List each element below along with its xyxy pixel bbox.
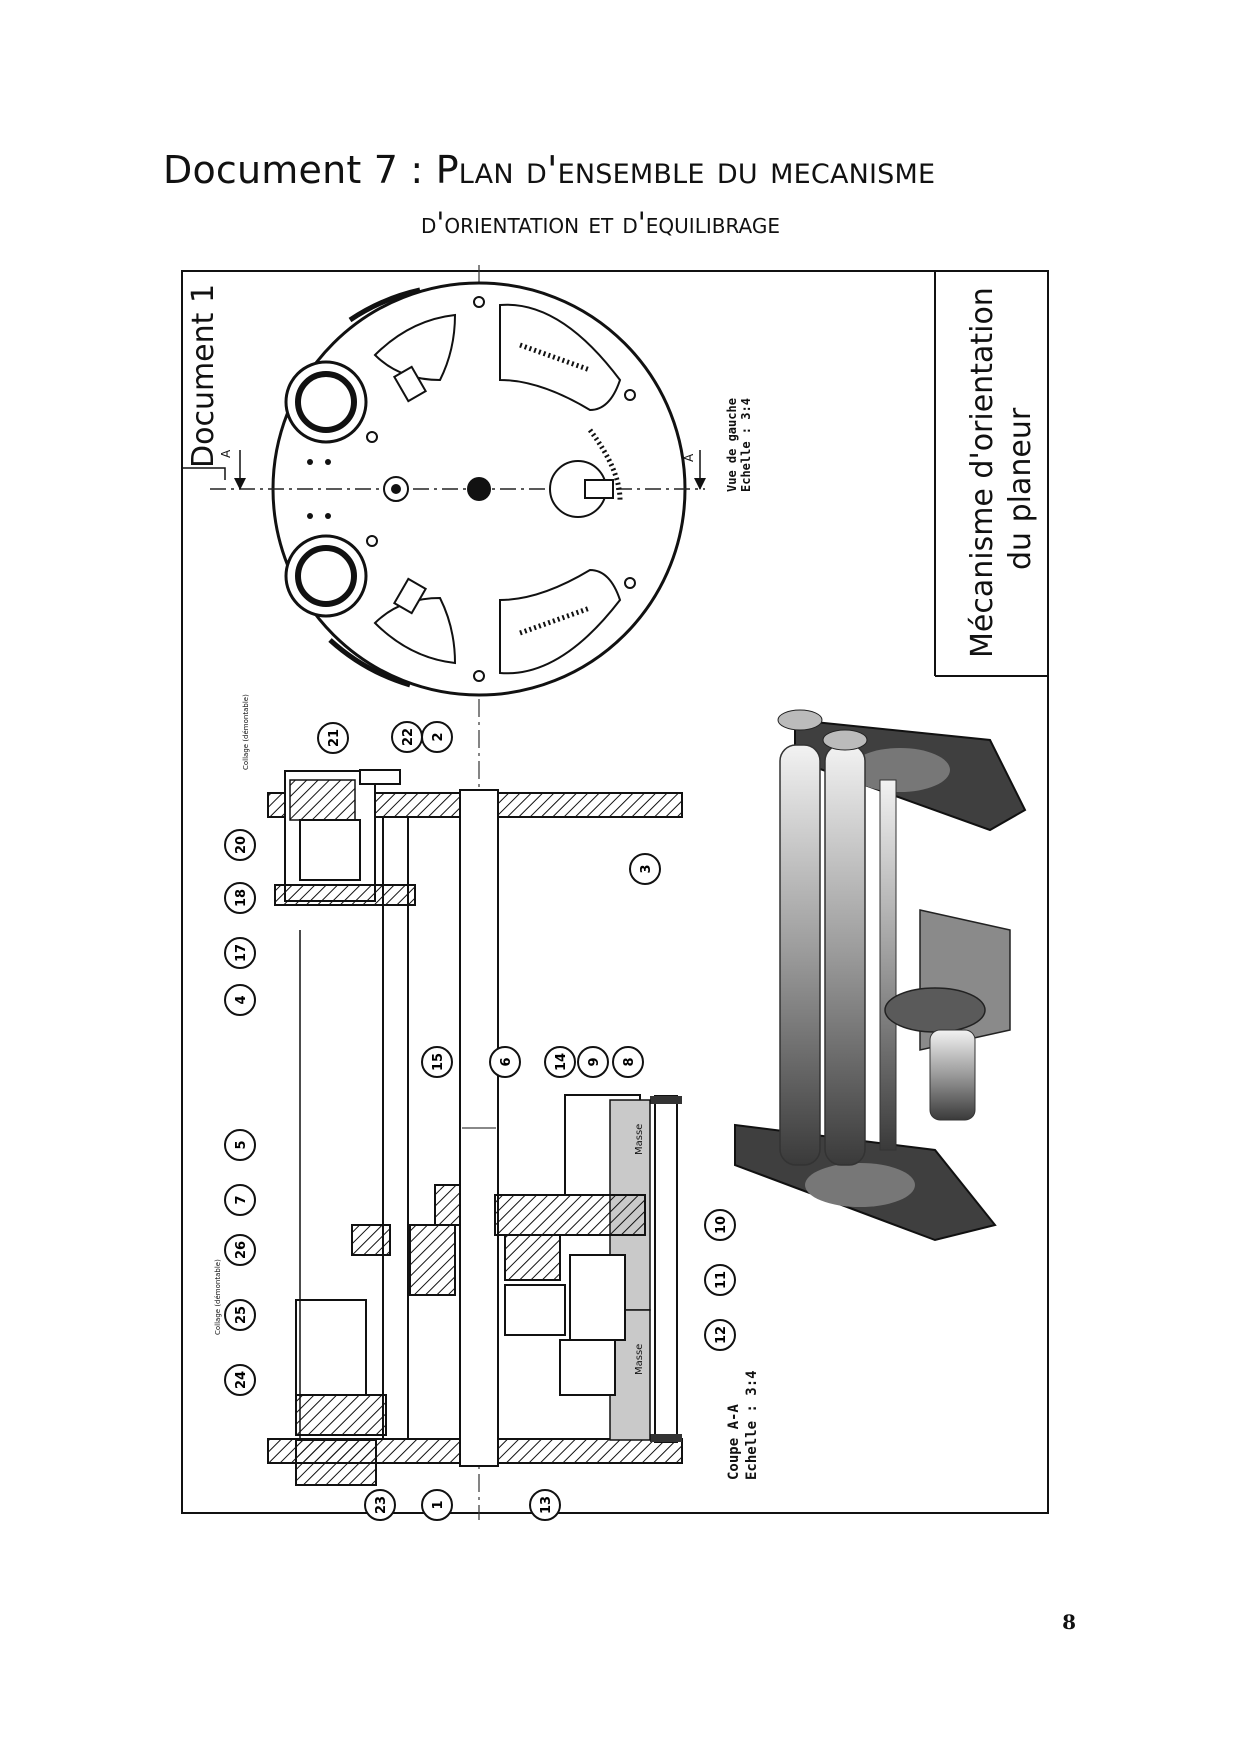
part-bubble-15: 15 (421, 1046, 453, 1078)
masse-label-1: Masse (634, 1124, 645, 1155)
part-bubble-13: 13 (529, 1489, 561, 1521)
document-heading: Document 7 : Plan d'ensemble du mecanism… (163, 148, 935, 192)
part-bubble-4: 4 (224, 984, 256, 1016)
part-bubble-21: 21 (317, 722, 349, 754)
part-bubble-22: 22 (391, 721, 423, 753)
part-number-text: 12 (714, 1326, 729, 1344)
part-number-text: 10 (714, 1216, 729, 1234)
title-line-2: d'orientation et d'equilibrage (421, 206, 781, 240)
cartouche-line-2: du planeur (1003, 407, 1038, 570)
part-number-text: 7 (234, 1195, 249, 1204)
collage-label-top: Collage (démontable) (242, 694, 250, 770)
part-number-text: 14 (554, 1053, 569, 1071)
section-marker-right: A (682, 453, 696, 462)
isometric-view (734, 709, 1027, 1242)
left-view-disc: A A Vue de gauche Echelle : 3:4 (210, 281, 753, 697)
page-number: 8 (1062, 1610, 1076, 1634)
left-view-label-2: Echelle : 3:4 (739, 398, 753, 492)
section-label-2: Echelle : 3:4 (744, 1370, 760, 1480)
part-bubble-6: 6 (489, 1046, 521, 1078)
part-number-text: 3 (639, 864, 654, 873)
part-number-text: 25 (234, 1306, 249, 1324)
part-bubble-24: 24 (224, 1364, 256, 1396)
masse-label-2: Masse (634, 1344, 645, 1375)
document-label: Document 7 : (163, 148, 424, 192)
title-line-1: Plan d'ensemble du mecanisme (435, 148, 936, 192)
part-bubble-3: 3 (629, 853, 661, 885)
part-bubble-8: 8 (612, 1046, 644, 1078)
drawing-frame (181, 270, 1049, 1514)
part-bubble-12: 12 (704, 1319, 736, 1351)
section-marker-left: A (219, 449, 233, 458)
part-number-text: 21 (327, 729, 342, 747)
part-number-text: 9 (587, 1057, 602, 1066)
part-bubble-7: 7 (224, 1184, 256, 1216)
part-number-text: 5 (234, 1140, 249, 1149)
collage-label-bottom: Collage (démontable) (214, 1259, 222, 1335)
part-bubble-25: 25 (224, 1299, 256, 1331)
part-number-text: 13 (539, 1496, 554, 1514)
part-bubble-17: 17 (224, 937, 256, 969)
part-bubble-1: 1 (421, 1489, 453, 1521)
part-number-text: 1 (431, 1500, 446, 1509)
part-number-text: 11 (714, 1271, 729, 1289)
part-bubble-11: 11 (704, 1264, 736, 1296)
part-bubble-14: 14 (544, 1046, 576, 1078)
part-bubble-26: 26 (224, 1234, 256, 1266)
document-tab-label: Document 1 (186, 284, 221, 468)
part-bubble-18: 18 (224, 882, 256, 914)
part-number-text: 17 (234, 944, 249, 962)
part-bubble-20: 20 (224, 829, 256, 861)
part-bubble-9: 9 (577, 1046, 609, 1078)
part-number-text: 22 (401, 728, 416, 746)
part-number-text: 15 (431, 1053, 446, 1071)
part-bubble-2: 2 (421, 721, 453, 753)
section-view: Masse Masse Collage (démontable) Collage… (214, 694, 760, 1486)
part-number-text: 2 (431, 732, 446, 741)
part-number-text: 6 (499, 1057, 514, 1066)
part-number-text: 26 (234, 1241, 249, 1259)
shaft-4 (382, 816, 409, 1440)
part-number-text: 4 (234, 995, 249, 1004)
part-bubble-23: 23 (364, 1489, 396, 1521)
cartouche-line-1: Mécanisme d'orientation (965, 287, 1000, 658)
part-number-text: 23 (374, 1496, 389, 1514)
part-number-text: 18 (234, 889, 249, 907)
part-number-text: 8 (622, 1057, 637, 1066)
left-view-label-1: Vue de gauche (725, 398, 739, 492)
part-bubble-5: 5 (224, 1129, 256, 1161)
section-label-1: Coupe A-A (726, 1404, 742, 1480)
part-number-text: 20 (234, 836, 249, 854)
part-bubble-10: 10 (704, 1209, 736, 1241)
document-tab: Document 1 (183, 284, 226, 480)
part-number-text: 24 (234, 1371, 249, 1389)
cartouche: Mécanisme d'orientation du planeur (934, 272, 1048, 677)
